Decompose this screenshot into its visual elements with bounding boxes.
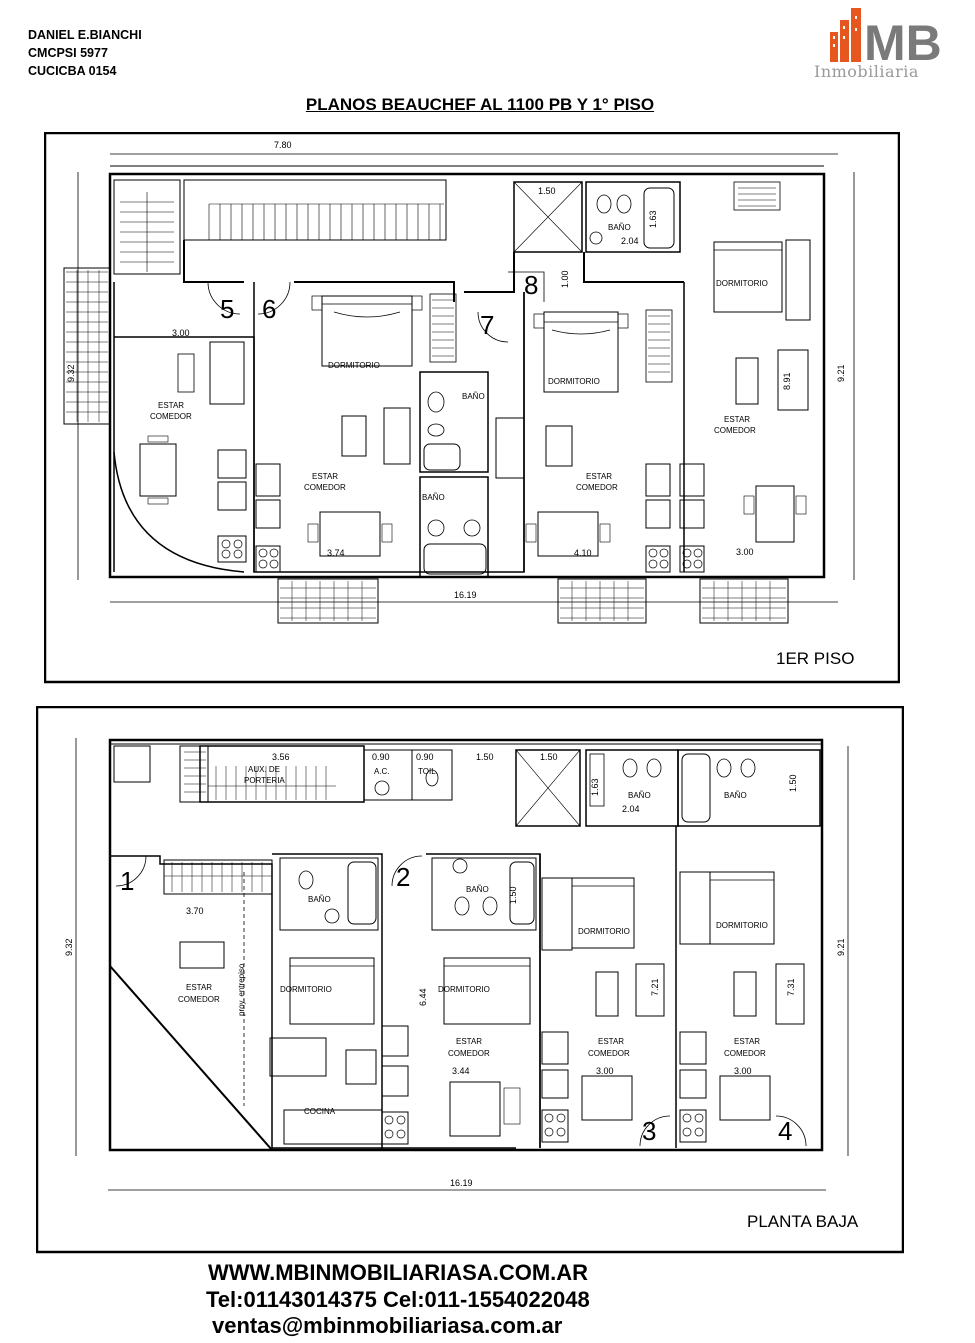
room-comedor-6: COMEDOR (304, 483, 346, 492)
dim-unit2b: 3.44 (452, 1066, 470, 1076)
room-entrepiso: proy. entrepiso (237, 963, 246, 1016)
room-ac: A.C. (374, 767, 390, 776)
room-comedor-1: COMEDOR (178, 995, 220, 1004)
dim-unit3b: 3.00 (596, 1066, 614, 1076)
dim-unit8: 1.00 (560, 270, 570, 288)
dim-bottom-pb: 16.19 (450, 1178, 473, 1188)
dim-unit2: 6.44 (418, 988, 428, 1006)
dim-right-pb: 9.21 (836, 938, 846, 956)
dim-bottom: 16.19 (454, 590, 477, 600)
unit-label-5: 5 (220, 294, 234, 324)
brand-mb: MB (864, 15, 942, 66)
room-dormitorio-6: DORMITORIO (328, 361, 380, 370)
room-bano-pb3: BAÑO (308, 895, 331, 904)
room-comedor-4: COMEDOR (724, 1049, 766, 1058)
room-estar-5: ESTAR (158, 401, 184, 410)
agent-name: DANIEL E.BIANCHI (28, 28, 142, 42)
dim-bath-pb3: 1.50 (788, 774, 798, 792)
dim-left-pb: 9.32 (64, 938, 74, 956)
dim-unit4: 7.31 (786, 978, 796, 996)
room-dormitorio-8: DORMITORIO (716, 279, 768, 288)
dim-bath-pb4: 1.50 (508, 886, 518, 904)
lower-floor-label: PLANTA BAJA (747, 1212, 859, 1231)
agent-license-1: CMCPSI 5977 (28, 46, 108, 60)
room-toil: TOIL. (418, 767, 438, 776)
room-estar-1: ESTAR (186, 983, 212, 992)
room-dormitorio-2: DORMITORIO (280, 985, 332, 994)
dim-bath-8b: 1.63 (648, 210, 658, 228)
building-logo-icon: MB (830, 8, 942, 71)
room-estar-2: ESTAR (456, 1037, 482, 1046)
dim-toil: 0.90 (416, 752, 434, 762)
room-comedor-3: COMEDOR (588, 1049, 630, 1058)
room-dormitorio-4: DORMITORIO (578, 927, 630, 936)
dim-bath-pb: 1.63 (590, 778, 600, 796)
dim-aux: 3.56 (272, 752, 290, 762)
brand-subtitle: Inmobiliaria (814, 62, 919, 81)
dim-unit3: 7.21 (650, 978, 660, 996)
unit-label-8: 8 (524, 270, 538, 300)
room-bano-pb4: BAÑO (466, 885, 489, 894)
dim-bath-8: 2.04 (621, 236, 639, 246)
room-comedor-7: COMEDOR (576, 483, 618, 492)
room-dormitorio-7: DORMITORIO (548, 377, 600, 386)
dim-elevator-pb: 1.50 (540, 752, 558, 762)
dim-unit1: 3.70 (186, 906, 204, 916)
unit-label-3: 3 (642, 1116, 656, 1146)
room-estar-4: ESTAR (734, 1037, 760, 1046)
room-bano-8: BAÑO (608, 223, 631, 232)
unit-label-7: 7 (480, 310, 494, 340)
room-estar-6: ESTAR (312, 472, 338, 481)
room-cocina: COCINA (304, 1107, 336, 1116)
dim-unit4b: 3.00 (734, 1066, 752, 1076)
brand-logo: MB (828, 6, 973, 86)
upper-floor-label: 1ER PISO (776, 649, 855, 668)
unit-label-6: 6 (262, 294, 276, 324)
footer-website[interactable]: WWW.MBINMOBILIARIASA.COM.AR (208, 1260, 589, 1285)
dim-unit8c: 3.00 (736, 547, 754, 557)
footer-phones: Tel:01143014375 Cel:011-1554022048 (206, 1287, 590, 1312)
dim-left: 9.32 (66, 364, 76, 382)
unit-label-1: 1 (120, 866, 134, 896)
dim-corridor: 1.50 (476, 752, 494, 762)
dim-unit5: 3.00 (172, 328, 190, 338)
room-bano-7: BAÑO (422, 493, 445, 502)
dim-top: 7.80 (274, 140, 292, 150)
agent-license-2: CUCICBA 0154 (28, 64, 117, 78)
room-bano-6: BAÑO (462, 392, 485, 401)
room-aux: AUX. DE (248, 765, 280, 774)
room-dormitorio-5: DORMITORIO (716, 921, 768, 930)
dim-unit7: 4.10 (574, 548, 592, 558)
unit-label-2: 2 (396, 862, 410, 892)
room-estar-7: ESTAR (586, 472, 612, 481)
room-bano-pb2: BAÑO (724, 791, 747, 800)
unit-label-4: 4 (778, 1116, 792, 1146)
room-bano-pb1: BAÑO (628, 791, 651, 800)
lower-floor-plan: 9.32 9.21 16.19 3.56 AUX. DE PORTERIA 0.… (36, 706, 904, 1254)
upper-floor-plan: 7.80 16.19 9.21 9.32 1.50 3.00 ESTAR COM… (44, 132, 900, 684)
room-comedor-2: COMEDOR (448, 1049, 490, 1058)
room-estar-3: ESTAR (598, 1037, 624, 1046)
dim-unit8b: 8.91 (782, 372, 792, 390)
dim-elevator: 1.50 (538, 186, 556, 196)
room-comedor-8: COMEDOR (714, 426, 756, 435)
footer-email[interactable]: ventas@mbinmobiliariasa.com.ar (212, 1313, 563, 1338)
page-title: PLANOS BEAUCHEF AL 1100 PB Y 1° PISO (305, 95, 655, 114)
dim-ac: 0.90 (372, 752, 390, 762)
room-estar-8: ESTAR (724, 415, 750, 424)
room-comedor-5: COMEDOR (150, 412, 192, 421)
room-porteria: PORTERIA (244, 776, 285, 785)
dim-unit6: 3.74 (327, 548, 345, 558)
dim-right: 9.21 (836, 364, 846, 382)
dim-bath-pb2: 2.04 (622, 804, 640, 814)
agent-info: DANIEL E.BIANCHI CMCPSI 5977 CUCICBA 015… (28, 26, 142, 80)
room-dormitorio-3: DORMITORIO (438, 985, 490, 994)
